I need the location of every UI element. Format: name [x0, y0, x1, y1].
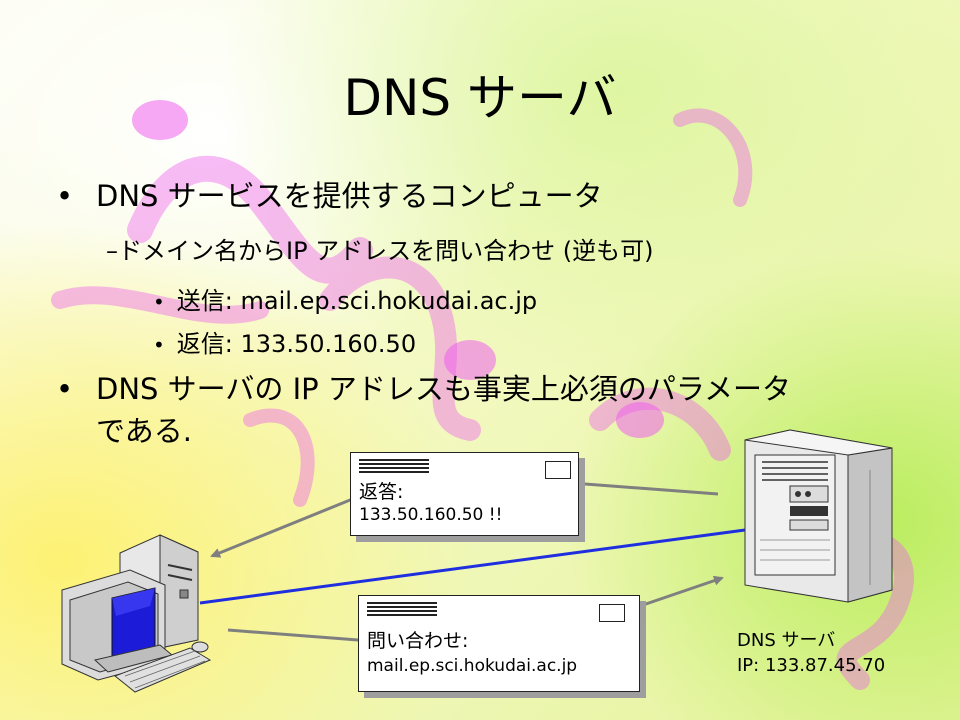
stamp-icon [599, 604, 625, 622]
query-arrow [639, 575, 724, 608]
reply-value: : 133.50.160.50 [224, 330, 417, 358]
reply-envelope-colon: : [397, 481, 404, 503]
sub-bullet-lookup: –ドメイン名からIP アドレスを問い合わせ (逆も可) [106, 237, 654, 265]
network-link-line [199, 528, 746, 605]
query-arrow-tail [227, 628, 359, 642]
bullet-dot: • [153, 290, 165, 314]
bullet-dot: • [153, 333, 165, 357]
bullet-text-continued: である. [96, 414, 192, 448]
stamp-icon [545, 461, 571, 479]
bullet-dot: • [56, 179, 74, 213]
address-lines [359, 459, 429, 473]
query-envelope-title: 問い合わせ [367, 630, 463, 652]
address-lines [367, 602, 437, 616]
bullet-dot: • [56, 372, 74, 406]
query-envelope: 問い合わせ: mail.ep.sci.hokudai.ac.jp [358, 595, 640, 692]
query-envelope-label: 問い合わせ: [367, 626, 468, 653]
bullet-text: DNS サーバの IP アドレスも事実上必須のパラメータ [96, 372, 791, 406]
dns-server-icon [744, 429, 893, 603]
query-envelope-value: mail.ep.sci.hokudai.ac.jp [367, 656, 578, 676]
sub-sub-bullet-reply: • 返信: 133.50.160.50 [153, 324, 416, 359]
slide-title: DNS サーバ [343, 69, 617, 127]
sub-sub-bullet-send: • 送信: mail.ep.sci.hokudai.ac.jp [153, 281, 537, 316]
send-label: 送信 [176, 287, 225, 315]
dns-server-label: DNS サーバ [737, 630, 836, 651]
send-value: : mail.ep.sci.hokudai.ac.jp [224, 287, 538, 315]
reply-envelope-label: 返答: [359, 477, 403, 504]
bullet-text: DNS サービスを提供するコンピュータ [96, 179, 603, 213]
reply-envelope: 返答: 133.50.160.50 !! [350, 452, 579, 536]
client-computer-icon [61, 534, 212, 693]
reply-label: 返信 [176, 330, 225, 358]
query-envelope-colon: : [462, 630, 469, 652]
dns-server-ip: IP: 133.87.45.70 [737, 655, 886, 676]
reply-envelope-value: 133.50.160.50 !! [359, 505, 503, 525]
reply-arrow [210, 496, 356, 558]
reply-envelope-title: 返答 [359, 481, 398, 503]
reply-arrow-tail [584, 482, 719, 496]
